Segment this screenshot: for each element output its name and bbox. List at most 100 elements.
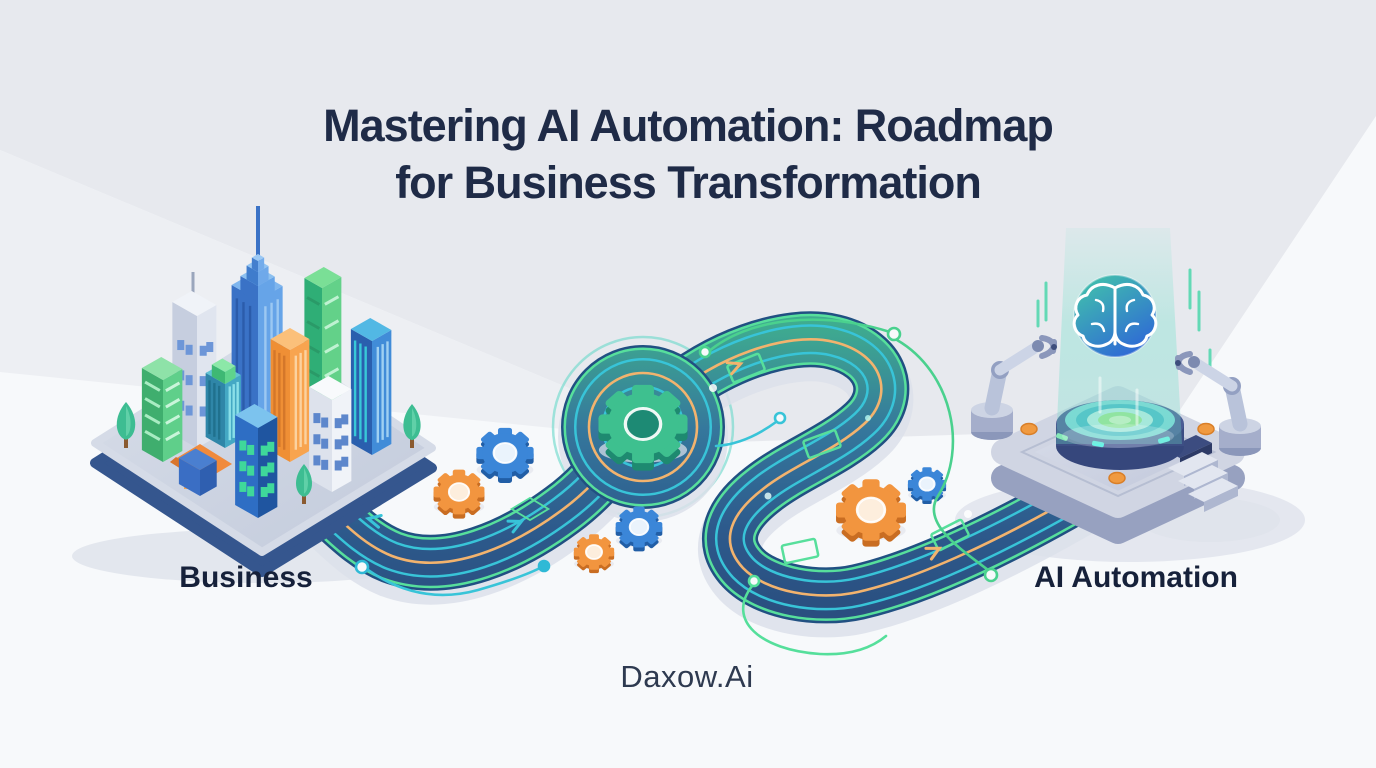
- brain-fold: [1124, 322, 1140, 333]
- window: [185, 375, 193, 386]
- building-icon: [309, 376, 352, 492]
- claw-lower: [1174, 355, 1193, 375]
- window: [199, 376, 207, 387]
- window: [247, 465, 255, 476]
- gear-hole: [585, 544, 603, 560]
- building-top-face: [235, 404, 278, 428]
- arm-upper-seg: [994, 340, 1044, 376]
- window: [239, 461, 247, 472]
- window: [341, 414, 349, 425]
- window: [313, 434, 321, 445]
- building-right-face: [258, 266, 269, 286]
- window: [334, 418, 342, 429]
- window: [267, 462, 275, 473]
- robot-arm-icon: [1174, 351, 1261, 456]
- window-stripe: [165, 381, 181, 392]
- brain-fold: [1090, 322, 1106, 333]
- gear-icon: [836, 479, 906, 547]
- brand-wordmark: Daxow.Ai: [620, 659, 754, 694]
- step-tread: [1188, 478, 1238, 502]
- tree-highlight: [412, 408, 417, 437]
- window-stripe: [165, 398, 181, 409]
- window: [239, 481, 247, 492]
- tree-trunk: [302, 495, 306, 504]
- road-marker: [780, 537, 820, 565]
- circuit-node-icon: [747, 574, 761, 588]
- window: [334, 460, 342, 471]
- building-top-face: [304, 267, 342, 288]
- circuit-line: [706, 318, 892, 354]
- tree-icon: [295, 464, 313, 504]
- window-stripe: [144, 413, 161, 425]
- building-top-face: [211, 358, 236, 372]
- circuit-line: [366, 566, 542, 597]
- gear-icon: [476, 427, 534, 483]
- window: [177, 340, 185, 351]
- arrow-icon: [506, 519, 525, 534]
- circuit-node-icon: [983, 567, 999, 583]
- window-stripe: [144, 429, 161, 442]
- window-stripe: [306, 296, 321, 306]
- road-layer: [670, 338, 1102, 597]
- building-left-face: [211, 364, 225, 384]
- ai-platform-icon: [971, 228, 1261, 544]
- building-icon: [211, 358, 236, 384]
- circuit-line: [714, 420, 778, 448]
- building-right-face: [200, 460, 217, 496]
- gear-icon: [907, 467, 947, 504]
- arm-wrist: [1032, 340, 1044, 352]
- step-riser: [1204, 486, 1238, 512]
- window: [206, 342, 214, 353]
- window-stripe: [324, 319, 340, 330]
- building-top-face: [270, 328, 310, 350]
- building-left-face: [246, 265, 258, 286]
- tree-icon: [116, 402, 136, 448]
- title-line2: for Business Transformation: [395, 157, 982, 208]
- tree-highlight: [126, 406, 131, 437]
- window-stripe: [165, 414, 181, 425]
- beam-band: [1062, 424, 1174, 448]
- brain-icon: [1072, 274, 1158, 358]
- circuit-node-icon: [773, 411, 787, 425]
- circuit-node-icon: [698, 345, 712, 359]
- glint: [865, 415, 871, 421]
- building-left-face: [178, 458, 200, 496]
- brain-fold: [1125, 298, 1136, 313]
- window: [185, 344, 193, 355]
- road-diamond-marker: [509, 496, 551, 522]
- circuit-line: [895, 338, 990, 572]
- window: [260, 486, 268, 497]
- claw-lower: [1039, 339, 1058, 359]
- window-stripe: [324, 343, 340, 354]
- window: [313, 413, 321, 424]
- brain-right-lobe: [1113, 283, 1158, 348]
- claw-tip: [1051, 344, 1057, 350]
- window: [247, 444, 255, 455]
- building-icon: [235, 404, 278, 518]
- circuit-node-icon: [886, 326, 902, 342]
- step-tread: [1178, 465, 1228, 489]
- brain-left-lobe: [1072, 283, 1117, 348]
- gear-icon: [615, 506, 663, 552]
- road-marker: [802, 429, 842, 459]
- building-right-face: [258, 276, 275, 302]
- window-stripe: [144, 397, 161, 409]
- window: [267, 483, 275, 494]
- window: [185, 405, 193, 416]
- tree-trunk: [124, 437, 128, 448]
- building-top-face: [350, 318, 392, 341]
- window-stripe: [306, 320, 321, 330]
- gear-icon: [573, 534, 615, 574]
- building-top-face: [172, 291, 217, 316]
- tree-icon: [403, 404, 421, 448]
- business-label: Business: [179, 561, 313, 594]
- page-title: Mastering AI Automation: Roadmap for Bus…: [0, 97, 1376, 211]
- window-stripe: [324, 295, 340, 306]
- window: [321, 417, 329, 428]
- building-left-face: [240, 276, 258, 302]
- claw-tip: [1175, 360, 1181, 366]
- gear-hole: [623, 406, 663, 442]
- window: [267, 441, 275, 452]
- arrow-icon: [725, 361, 744, 376]
- ai-automation-label: AI Automation: [1034, 561, 1238, 594]
